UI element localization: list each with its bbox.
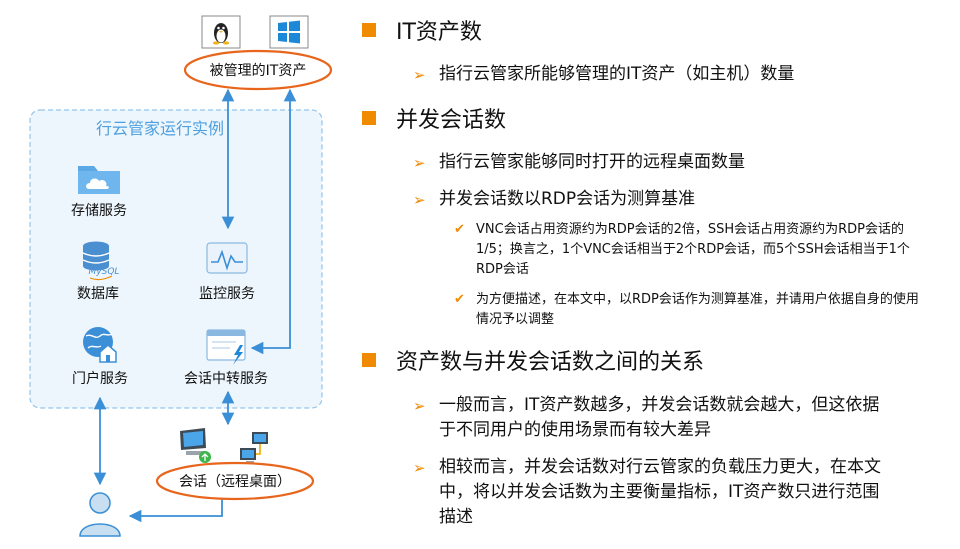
session-ellipse: [155, 461, 315, 501]
architecture-diagram: 行云管家运行实例 被管理的IT资产 存储服务: [29, 15, 333, 537]
windows-icon: [269, 15, 309, 49]
check-bullet-icon: ✔: [454, 292, 465, 307]
square-bullet-icon: [362, 111, 376, 125]
arrow-bullet-icon: ➢: [413, 459, 426, 477]
managed-assets-label: 被管理的IT资产: [210, 63, 307, 79]
section-heading-relation: 资产数与并发会话数之间的关系: [362, 344, 704, 376]
arrow-bullet-icon: ➢: [413, 191, 426, 209]
cloud-folder-icon: [78, 166, 120, 194]
arrow-bullet-icon: ➢: [413, 397, 426, 415]
sub-bullet-vnc-ssh: ✔ VNC会话占用资源约为RDP会话的2倍，SSH会话占用资源约为RDP会话的1…: [454, 222, 910, 277]
square-bullet-icon: [362, 353, 376, 367]
connectors: [93, 88, 297, 523]
instance-title: 行云管家运行实例: [96, 119, 224, 138]
globe-home-icon: [83, 327, 117, 363]
bullet-sessions-rdp-baseline: ➢ 并发会话数以RDP会话为测算基准: [413, 187, 933, 212]
linux-icon: [201, 15, 241, 49]
monitor-service-label: 监控服务: [199, 286, 255, 302]
database-label: 数据库: [77, 286, 119, 302]
bullet-relation-general: ➢ 一般而言，IT资产数越多，并发会话数就会越大，但这依据于不同用户的使用场景而…: [413, 395, 880, 440]
square-bullet-icon: [362, 23, 376, 37]
arrow-bullet-icon: ➢: [413, 154, 426, 172]
link-session-user: [128, 498, 223, 523]
instance-container: [29, 109, 323, 409]
portal-service-label: 门户服务: [72, 370, 128, 387]
relay-service-label: 会话中转服务: [184, 371, 268, 387]
session-label: 会话（远程桌面）: [179, 474, 291, 490]
storage-service-label: 存储服务: [71, 203, 127, 219]
relay-window-icon: [206, 329, 246, 365]
arrow-bullet-icon: ➢: [413, 66, 426, 84]
check-bullet-icon: ✔: [454, 222, 465, 237]
remote-desktop-computer-icon: [180, 428, 211, 463]
section-heading-assets: IT资产数: [362, 14, 482, 46]
networked-computers-icon: [240, 432, 268, 463]
bullet-assets-definition: ➢ 指行云管家所能够管理的IT资产（如主机）数量: [413, 62, 933, 87]
managed-assets-ellipse: [183, 49, 333, 91]
section-heading-sessions: 并发会话数: [362, 102, 506, 134]
user-icon: [79, 492, 121, 537]
bullet-relation-metric: ➢ 相较而言，并发会话数对行云管家的负载压力更大，在本文中，将以并发会话数为主要…: [413, 457, 881, 527]
mysql-badge: MySQL: [89, 267, 120, 277]
pulse-monitor-icon: [206, 242, 248, 274]
bullet-sessions-definition: ➢ 指行云管家能够同时打开的远程桌面数量: [413, 150, 933, 175]
link-assets-relay: [250, 88, 297, 355]
sub-bullet-rdp-adjust: ✔ 为方便描述，在本文中，以RDP会话作为测算基准，并请用户依据自身的使用情况予…: [454, 292, 919, 327]
database-icon: [82, 241, 113, 281]
